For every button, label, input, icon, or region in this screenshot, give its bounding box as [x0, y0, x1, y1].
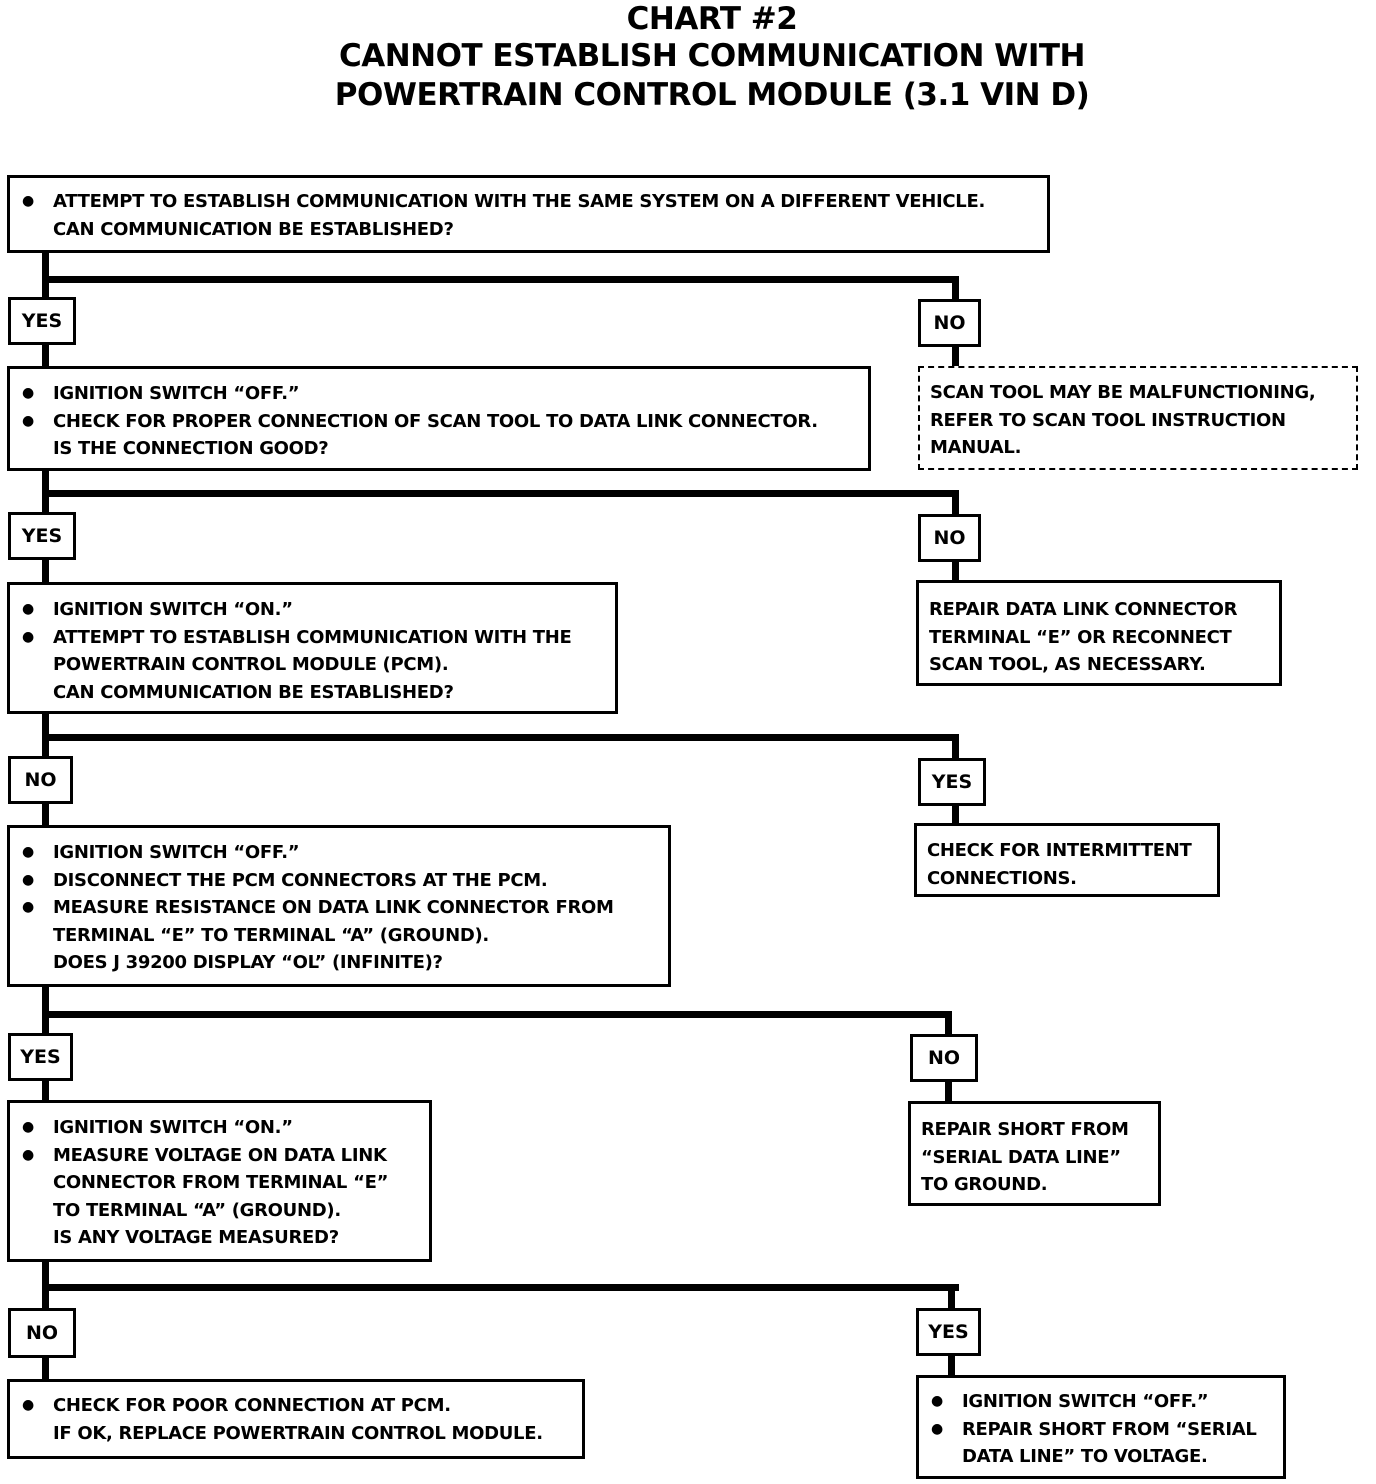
no-label: NO — [918, 299, 981, 347]
step-item: IGNITION SWITCH “OFF.” — [10, 839, 668, 867]
decision-box-1: ATTEMPT TO ESTABLISH COMMUNICATION WITH … — [7, 175, 1050, 253]
branch-line-1 — [42, 276, 959, 283]
chart-title-line-2: CANNOT ESTABLISH COMMUNICATION WITH — [338, 38, 1086, 74]
step-item: IGNITION SWITCH “ON.” — [10, 596, 615, 624]
step-item: IGNITION SWITCH “OFF.” — [10, 380, 868, 408]
result-box-replace-pcm: CHECK FOR POOR CONNECTION AT PCM. IF OK,… — [7, 1379, 585, 1459]
result-text: CHECK FOR INTERMITTENT CONNECTIONS. — [927, 840, 1192, 889]
decision-box-3: IGNITION SWITCH “ON.” ATTEMPT TO ESTABLI… — [7, 582, 618, 714]
step-item: MEASURE RESISTANCE ON DATA LINK CONNECTO… — [10, 894, 668, 977]
decision-box-4: IGNITION SWITCH “OFF.” DISCONNECT THE PC… — [7, 825, 671, 987]
step-item: ATTEMPT TO ESTABLISH COMMUNICATION WITH … — [10, 188, 1047, 243]
step-item: IGNITION SWITCH “ON.” — [10, 1114, 429, 1142]
result-box-short-to-voltage: IGNITION SWITCH “OFF.” REPAIR SHORT FROM… — [916, 1375, 1286, 1479]
no-label: NO — [918, 514, 981, 562]
chart-title-line-3: POWERTRAIN CONTROL MODULE (3.1 VIN D) — [334, 77, 1090, 113]
no-label: NO — [910, 1034, 978, 1082]
yes-label: YES — [8, 1033, 73, 1081]
result-box-intermittent: CHECK FOR INTERMITTENT CONNECTIONS. — [914, 823, 1220, 897]
no-label: NO — [8, 756, 73, 804]
result-text: REPAIR DATA LINK CONNECTOR TERMINAL “E” … — [929, 599, 1238, 675]
yes-label: YES — [916, 1308, 981, 1356]
branch-line-2 — [42, 490, 959, 497]
branch-line-5 — [42, 1284, 959, 1291]
step-item: IGNITION SWITCH “OFF.” — [919, 1388, 1283, 1416]
step-item: CHECK FOR POOR CONNECTION AT PCM. IF OK,… — [10, 1392, 582, 1447]
result-text: REPAIR SHORT FROM “SERIAL DATA LINE” TO … — [921, 1119, 1129, 1195]
result-box-repair-connector: REPAIR DATA LINK CONNECTOR TERMINAL “E” … — [916, 580, 1282, 686]
result-box-scan-tool: SCAN TOOL MAY BE MALFUNCTIONING, REFER T… — [918, 366, 1358, 470]
yes-label: YES — [8, 512, 76, 560]
branch-line-4 — [42, 1011, 952, 1018]
step-item: ATTEMPT TO ESTABLISH COMMUNICATION WITH … — [10, 624, 615, 707]
no-label: NO — [8, 1308, 76, 1358]
yes-label: YES — [8, 297, 76, 345]
chart-title-line-1: CHART #2 — [626, 1, 798, 37]
step-item: CHECK FOR PROPER CONNECTION OF SCAN TOOL… — [10, 408, 868, 463]
decision-box-2: IGNITION SWITCH “OFF.” CHECK FOR PROPER … — [7, 366, 871, 471]
yes-label: YES — [918, 758, 986, 806]
step-item: REPAIR SHORT FROM “SERIAL DATA LINE” TO … — [919, 1416, 1283, 1471]
result-box-short-to-ground: REPAIR SHORT FROM “SERIAL DATA LINE” TO … — [908, 1101, 1161, 1206]
step-item: DISCONNECT THE PCM CONNECTORS AT THE PCM… — [10, 867, 668, 895]
result-text: SCAN TOOL MAY BE MALFUNCTIONING, REFER T… — [930, 382, 1316, 458]
step-item: MEASURE VOLTAGE ON DATA LINK CONNECTOR F… — [10, 1142, 429, 1252]
branch-line-3 — [42, 734, 959, 741]
decision-box-5: IGNITION SWITCH “ON.” MEASURE VOLTAGE ON… — [7, 1100, 432, 1262]
